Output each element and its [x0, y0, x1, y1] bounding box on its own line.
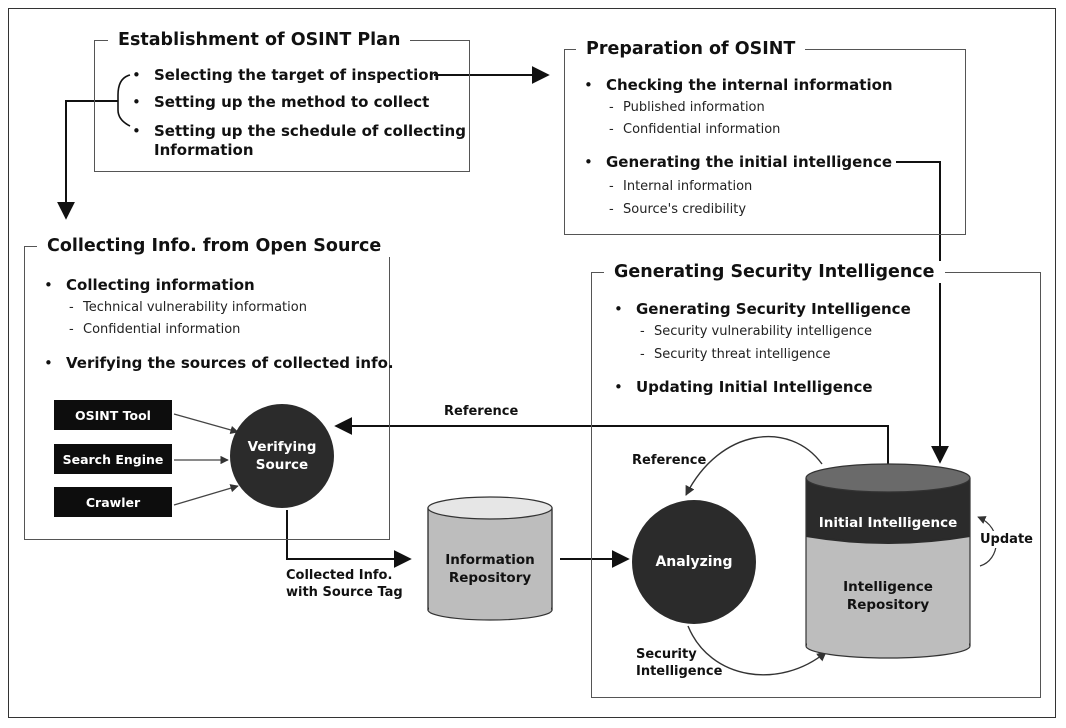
prep-sub-1: -Published information: [609, 100, 765, 115]
gen-title: Generating Security Intelligence: [604, 261, 945, 283]
gen-bullet-2: •Updating Initial Intelligence: [614, 378, 873, 396]
plan-item-1: •Selecting the target of inspection: [132, 66, 440, 84]
collect-bullet-2: •Verifying the sources of collected info…: [44, 354, 394, 372]
collect-sub-2: -Confidential information: [69, 322, 241, 337]
plan-item-2: •Setting up the method to collect: [132, 93, 430, 111]
arrow-reference-top: [334, 417, 889, 466]
prep-sub-2: -Confidential information: [609, 122, 781, 137]
collect-title: Collecting Info. from Open Source: [37, 235, 392, 257]
plan-title: Establishment of OSINT Plan: [108, 29, 411, 51]
reference-top-label: Reference: [444, 404, 519, 419]
plan-item-3-cont: Information: [154, 141, 254, 159]
arrow-tool-3: [173, 484, 239, 506]
search-engine-block: Search Engine: [54, 444, 172, 474]
arrow-verify-to-repo: [286, 510, 412, 568]
collected-info-label: Collected Info.with Source Tag: [286, 568, 403, 600]
initial-intelligence-label: Initial Intelligence: [818, 515, 958, 531]
analyzing-node: Analyzing: [632, 500, 756, 624]
gen-sub-1: -Security vulnerability intelligence: [640, 324, 873, 339]
arrow-security-intel: [687, 625, 827, 676]
prep-title: Preparation of OSINT: [576, 38, 806, 60]
collect-sub-1: -Technical vulnerability information: [69, 300, 307, 315]
diagram-frame: [8, 8, 1056, 718]
plan-item-3: •Setting up the schedule of collecting: [132, 122, 466, 140]
bracket: [117, 74, 131, 127]
information-repository-cylinder: [427, 496, 553, 621]
osint-tool-block: OSINT Tool: [54, 400, 172, 430]
prep-bullet-2: •Generating the initial intelligence: [584, 152, 897, 172]
collect-bullet-1: •Collecting information: [44, 276, 255, 294]
update-label: Update: [978, 531, 1035, 548]
reference-inner-label: Reference: [632, 453, 707, 468]
crawler-block: Crawler: [54, 487, 172, 517]
arrow-prep-to-initial: [878, 161, 949, 464]
intelligence-repository-cylinder: [805, 463, 971, 659]
prep-sub-3: -Internal information: [609, 179, 753, 194]
arrow-plan-to-collect: [57, 100, 118, 220]
prep-bullet-1: •Checking the internal information: [584, 76, 893, 94]
gen-sub-2: -Security threat intelligence: [640, 347, 831, 362]
prep-sub-4: -Source's credibility: [609, 202, 747, 217]
gen-bullet-1: •Generating Security Intelligence: [614, 300, 911, 318]
arrow-reference-inner: [685, 435, 823, 496]
arrow-tool-1: [173, 413, 239, 434]
